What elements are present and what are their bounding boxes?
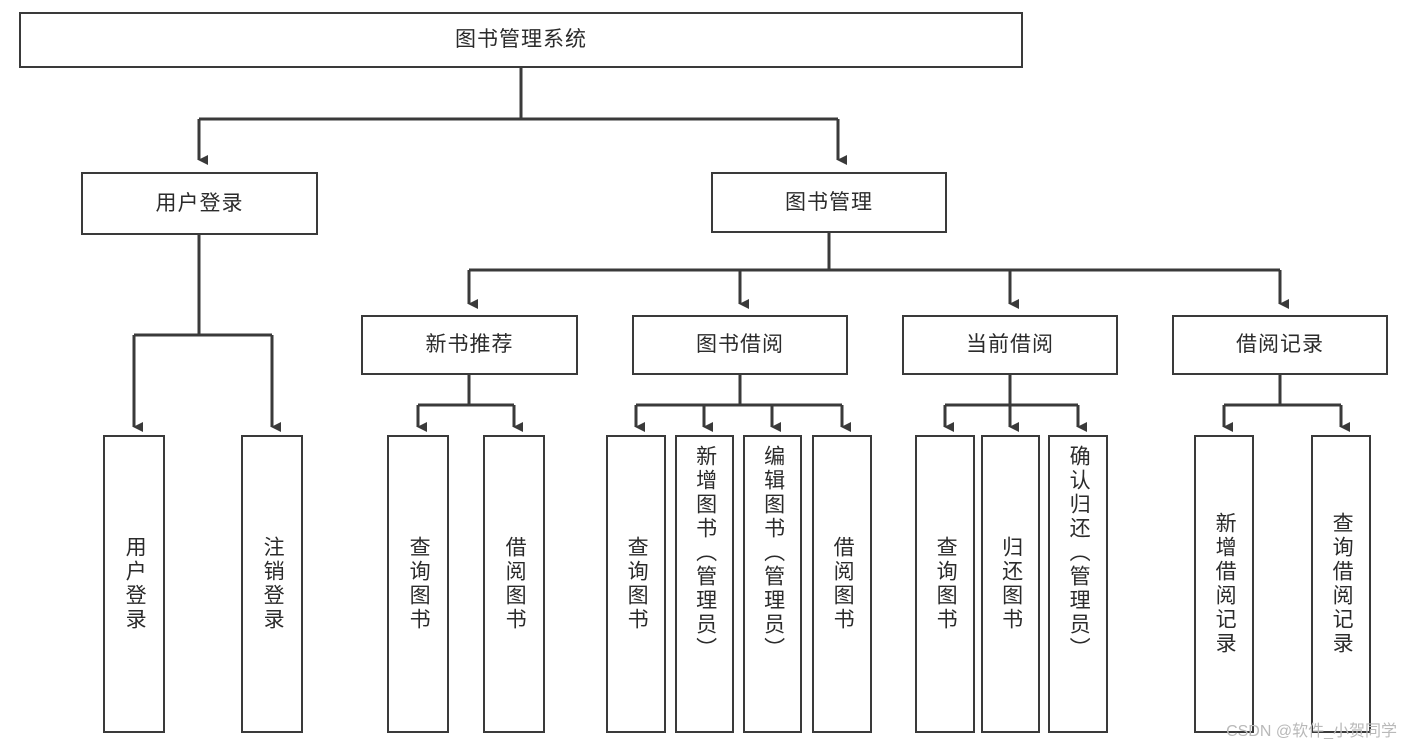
node-new-book-recommend[interactable]: 新书推荐: [361, 315, 578, 375]
node-book-borrow[interactable]: 图书借阅: [632, 315, 848, 375]
leaf-new-book-borrow[interactable]: 借阅图书: [483, 435, 545, 733]
node-label: 用户登录: [123, 536, 147, 632]
leaf-book-borrow-query[interactable]: 查询图书: [606, 435, 666, 733]
node-root-system[interactable]: 图书管理系统: [19, 12, 1023, 68]
leaf-borrow-record-add[interactable]: 新增借阅记录: [1194, 435, 1254, 733]
leaf-new-book-query[interactable]: 查询图书: [387, 435, 449, 733]
leaf-user-login-logout[interactable]: 注销登录: [241, 435, 303, 733]
node-label: 新增图书（管理员）: [693, 445, 717, 661]
node-label: 借阅记录: [1236, 333, 1324, 357]
node-borrow-record[interactable]: 借阅记录: [1172, 315, 1388, 375]
node-label: 注销登录: [261, 536, 285, 632]
node-label: 确认归还（管理员）: [1067, 445, 1091, 661]
leaf-borrow-record-query[interactable]: 查询借阅记录: [1311, 435, 1371, 733]
node-label: 图书管理系统: [455, 28, 587, 52]
node-label: 借阅图书: [831, 536, 855, 632]
node-label: 图书管理: [785, 190, 873, 214]
node-label: 查询图书: [625, 536, 649, 632]
node-label: 新书推荐: [425, 333, 514, 357]
node-label: 查询图书: [934, 536, 958, 632]
leaf-user-login-login[interactable]: 用户登录: [103, 435, 165, 733]
node-label: 图书借阅: [696, 333, 784, 357]
leaf-book-borrow-add[interactable]: 新增图书（管理员）: [675, 435, 734, 733]
node-label: 新增借阅记录: [1213, 512, 1237, 656]
node-book-management[interactable]: 图书管理: [711, 172, 947, 233]
leaf-book-borrow-borrow[interactable]: 借阅图书: [812, 435, 872, 733]
node-label: 用户登录: [155, 191, 244, 215]
leaf-current-borrow-return[interactable]: 归还图书: [981, 435, 1040, 733]
node-label: 借阅图书: [503, 536, 527, 632]
node-label: 查询借阅记录: [1330, 512, 1354, 656]
leaf-current-borrow-confirm[interactable]: 确认归还（管理员）: [1048, 435, 1108, 733]
node-label: 编辑图书（管理员）: [761, 445, 785, 661]
node-label: 当前借阅: [966, 333, 1054, 357]
leaf-current-borrow-query[interactable]: 查询图书: [915, 435, 975, 733]
node-current-borrow[interactable]: 当前借阅: [902, 315, 1118, 375]
node-label: 归还图书: [999, 536, 1023, 632]
node-label: 查询图书: [407, 536, 431, 632]
node-user-login[interactable]: 用户登录: [81, 172, 318, 235]
leaf-book-borrow-edit[interactable]: 编辑图书（管理员）: [743, 435, 802, 733]
